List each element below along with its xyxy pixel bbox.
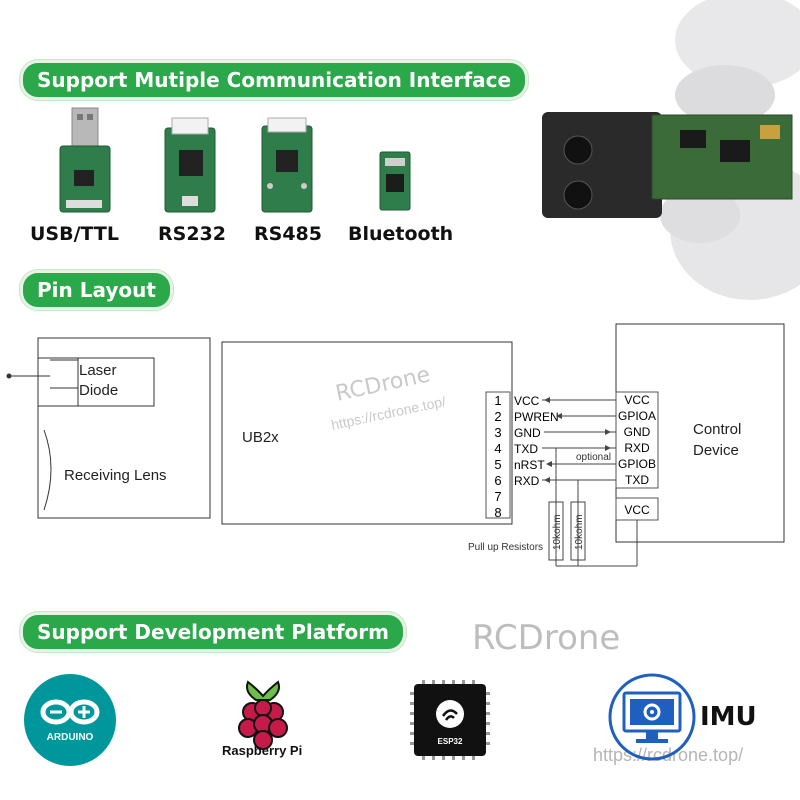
interface-label-usb-ttl: USB/TTL (30, 223, 119, 245)
raspberry-pi-logo (238, 680, 288, 750)
arduino-logo: ARDUINO (24, 674, 116, 766)
device-pin: VCC (624, 503, 650, 517)
pin-name: nRST (514, 458, 545, 472)
laser-diode-label-line2: Diode (79, 382, 118, 399)
rs485-board-image (261, 117, 313, 213)
watermark-brand-large: RCDrone (472, 618, 621, 658)
bluetooth-board-image (379, 151, 411, 211)
device-pin: RXD (624, 441, 650, 455)
control-device-label-line1: Control (693, 421, 741, 438)
pin-number: 8 (494, 505, 501, 520)
pin-name: PWREN (514, 410, 559, 424)
heading-pin-layout: Pin Layout (20, 270, 173, 310)
raspberry-pi-label: Raspberry Pi (222, 743, 303, 758)
imu-label: IMU (700, 702, 757, 732)
device-pin: GPIOA (618, 409, 656, 423)
pin-name: RXD (514, 474, 540, 488)
product-photo (542, 0, 800, 300)
rs232-board-image (164, 117, 216, 213)
laser-diode-label-line1: Laser (79, 362, 117, 379)
pin-number: 2 (494, 409, 501, 424)
pin-number: 5 (494, 457, 501, 472)
usb-ttl-board-image (59, 107, 111, 213)
interface-label-rs485: RS485 (254, 223, 322, 245)
pin-number: 1 (494, 393, 501, 408)
heading-interfaces: Support Mutiple Communication Interface (20, 60, 529, 100)
device-pin: TXD (625, 473, 649, 487)
wiring (542, 399, 638, 567)
pin-name: VCC (514, 394, 540, 408)
heading-platforms: Support Development Platform (20, 612, 406, 652)
module-label: UB2x (242, 429, 279, 446)
pin-number: 4 (494, 441, 501, 456)
pin-number: 3 (494, 425, 501, 440)
pin-number-column: 1 2 3 4 5 6 7 8 (485, 391, 511, 520)
pin-number: 6 (494, 473, 501, 488)
pullup-resistors-label: Pull up Resistors (468, 542, 543, 553)
interface-label-rs232: RS232 (158, 223, 226, 245)
esp32-logo: ESP32 (410, 680, 490, 760)
resistor-label: 10kohm (574, 514, 585, 550)
optional-label: optional (576, 452, 611, 463)
interface-label-bluetooth: Bluetooth (348, 223, 454, 245)
control-device-label-line2: Device (693, 442, 739, 459)
imu-monitor-icon (608, 673, 696, 761)
esp32-label: ESP32 (438, 737, 463, 746)
pin-layout-diagram: Laser Diode Receiving Lens UB2x 1 2 3 4 … (6, 323, 785, 567)
arduino-label: ARDUINO (47, 732, 94, 743)
device-pin: VCC (624, 393, 650, 407)
pin-number: 7 (494, 489, 501, 504)
interface-boards (59, 107, 411, 213)
receiving-lens-label: Receiving Lens (64, 467, 167, 484)
device-pin: GPIOB (618, 457, 656, 471)
resistor-label: 10kohm (552, 514, 563, 550)
pin-name: TXD (514, 442, 538, 456)
device-pin: GND (624, 425, 651, 439)
pin-name: GND (514, 426, 541, 440)
